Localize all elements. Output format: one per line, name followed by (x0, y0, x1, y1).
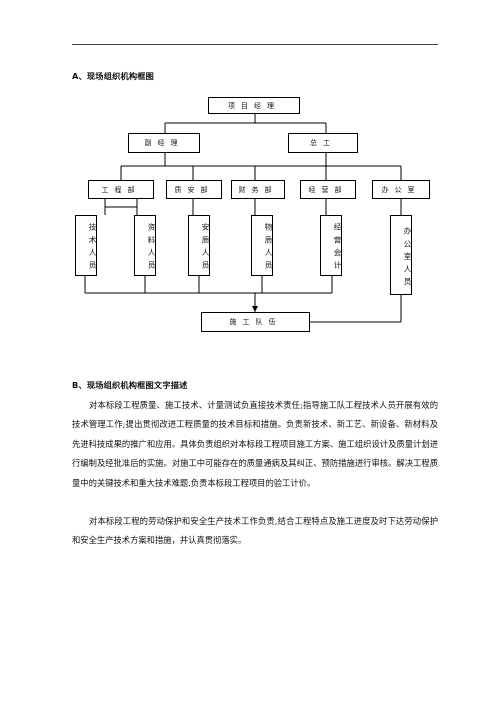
section-b-heading: B、现场组织机构框图文字描述 (72, 380, 188, 390)
header-rule (72, 44, 438, 45)
box-dept-office: 办公室 (372, 180, 430, 199)
box-project-manager: 项目经理 (208, 97, 300, 114)
box-staff-documents: 资料人员 (134, 215, 156, 276)
box-dept-engineering: 工程部 (88, 180, 154, 199)
box-staff-office: 办公室人员 (390, 215, 412, 295)
box-deputy-manager: 副经理 (128, 133, 200, 153)
description-paragraph-1: 对本标段工程质量、施工技术、计量测试负直接技术责任;指导施工队工程技术人员开展有… (72, 400, 438, 488)
box-dept-quality-safety: 质安部 (166, 180, 222, 199)
description-paragraph-2: 对本标段工程的劳动保护和安全生产技术工作负责,结合工程特点及施工进度及时下达劳动… (72, 516, 438, 546)
box-staff-technical: 技术人员 (75, 215, 97, 276)
section-a-heading: A、现场组织机构框图 (72, 71, 155, 81)
box-construction-teams: 施工队伍 (201, 312, 310, 332)
box-staff-quality-safety: 安质人员 (188, 215, 210, 276)
box-dept-finance: 财务部 (231, 180, 285, 199)
box-chief-engineer: 总工 (288, 133, 358, 153)
box-staff-business-accounting: 经营会计 (320, 215, 342, 276)
box-staff-materials: 物质人员 (251, 215, 273, 276)
box-dept-business: 经营部 (300, 180, 356, 199)
